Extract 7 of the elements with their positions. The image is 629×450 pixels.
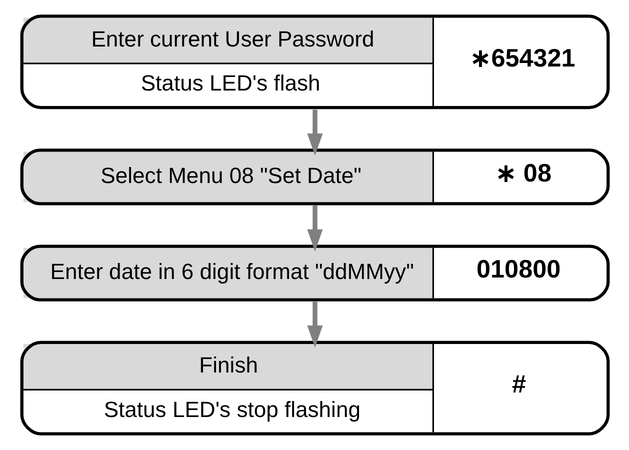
arrow [306,302,322,348]
node-box: Finish # Status LED's stop flashing [20,340,610,436]
node-box: Enter date in 6 digit format "ddMMyy" 010800 [20,244,610,302]
node-box: Enter current User Password ∗654321 Status LED's flash [20,14,610,110]
node-box: Select Menu 08 "Set Date" ∗ 08 [20,148,610,206]
arrow [306,205,322,252]
arrow [306,110,322,156]
